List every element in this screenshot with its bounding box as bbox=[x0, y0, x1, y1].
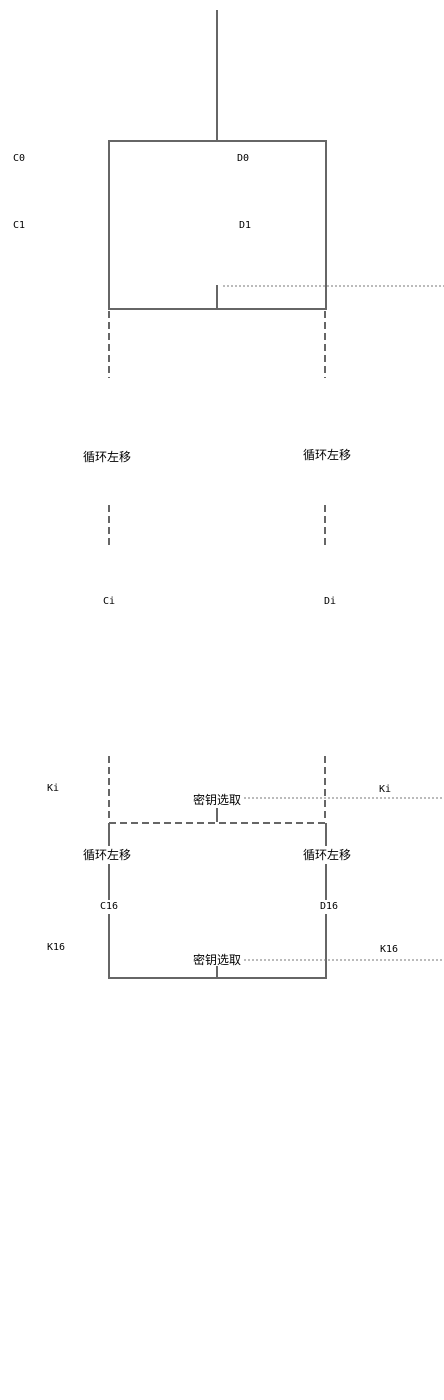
rotate-left-c-lower-label: 循环左移 bbox=[82, 848, 132, 862]
d16-label: D16 bbox=[319, 901, 339, 912]
label-bg-rotate-d-lower bbox=[300, 846, 354, 864]
rotate-left-d-upper-label: 循环左移 bbox=[302, 448, 352, 462]
label-bg-rotate-c-lower bbox=[82, 846, 136, 864]
d1-label: D1 bbox=[238, 220, 252, 231]
ci-label: Ci bbox=[102, 596, 116, 607]
k16-right-label: K16 bbox=[379, 944, 399, 955]
key-select-2-label: 密钥选取 bbox=[192, 953, 242, 967]
ki-right-label: Ki bbox=[378, 784, 392, 795]
key-select-1-label: 密钥选取 bbox=[192, 793, 242, 807]
c16-label: C16 bbox=[99, 901, 119, 912]
rotate-left-d-lower-label: 循环左移 bbox=[302, 848, 352, 862]
label-bg-c16 bbox=[98, 900, 122, 914]
ki-left-label: Ki bbox=[46, 783, 60, 794]
rotate-left-c-upper-label: 循环左移 bbox=[82, 450, 132, 464]
di-label: Di bbox=[323, 596, 337, 607]
d0-label: D0 bbox=[236, 153, 250, 164]
c1-label: C1 bbox=[12, 220, 26, 231]
upper-block bbox=[108, 140, 327, 310]
k16-left-label: K16 bbox=[46, 942, 66, 953]
c0-label: C0 bbox=[12, 153, 26, 164]
label-bg-d16 bbox=[316, 900, 340, 914]
